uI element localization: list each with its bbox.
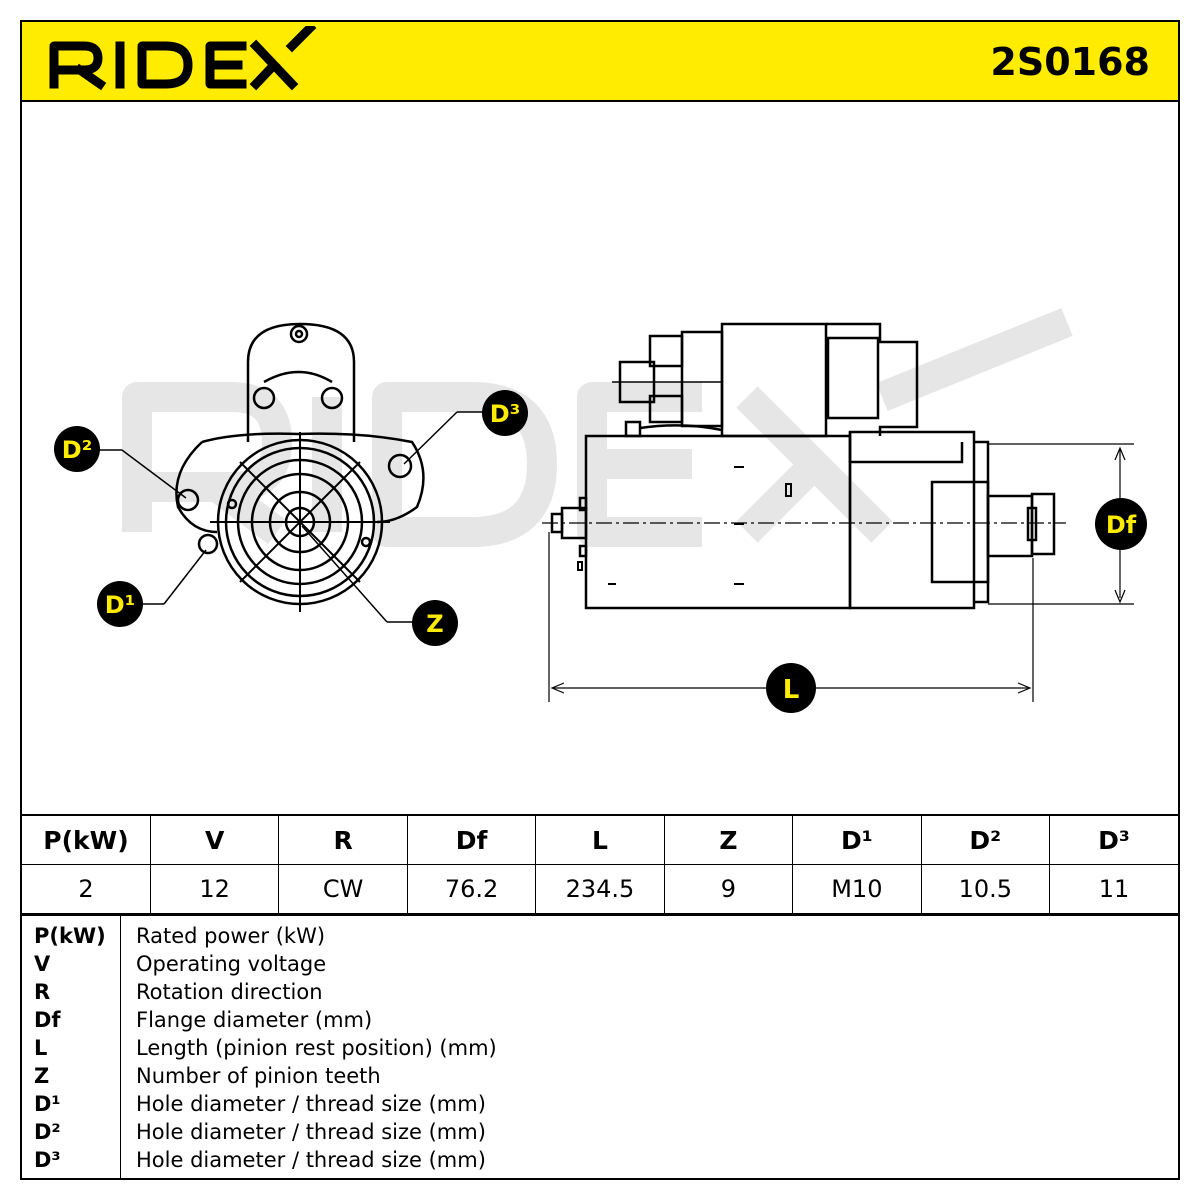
legend-abbr: D¹: [34, 1092, 61, 1116]
callout-z-label: Z: [426, 610, 443, 638]
legend-abbr: Df: [34, 1008, 61, 1032]
callout-d2-label: D²: [62, 436, 92, 464]
callout-z: Z: [412, 600, 458, 646]
spec-value-d2: 10.5: [920, 864, 1051, 914]
spec-header-d3: D³: [1049, 814, 1178, 865]
legend-item: Df Flange diameter (mm): [22, 1008, 1178, 1036]
spec-value-d1: M10: [792, 864, 922, 914]
spec-value-teeth: 9: [663, 864, 794, 914]
spec-header-d2: D²: [920, 814, 1051, 865]
ridex-watermark: [122, 308, 1073, 547]
callout-df: Df: [1095, 498, 1147, 550]
legend-item: D³ Hole diameter / thread size (mm): [22, 1148, 1178, 1176]
part-number: 2S0168: [990, 40, 1150, 84]
technical-drawing: D² D¹ D³ Z Df L: [22, 102, 1178, 814]
legend-item: D² Hole diameter / thread size (mm): [22, 1120, 1178, 1148]
spec-header-rotation: R: [278, 814, 408, 865]
spec-header-power: P(kW): [22, 814, 151, 865]
spec-header-length: L: [535, 814, 665, 865]
legend-desc: Flange diameter (mm): [136, 1008, 373, 1032]
spec-header-voltage: V: [149, 814, 280, 865]
callout-d1: D¹: [97, 581, 143, 627]
callout-l-label: L: [783, 675, 800, 705]
spec-value-flange: 76.2: [406, 864, 537, 914]
legend-abbr: Z: [34, 1064, 50, 1088]
legend-desc: Hole diameter / thread size (mm): [136, 1148, 486, 1172]
spec-value-row: 2 12 CW 76.2 234.5 9 M10 10.5 11: [22, 864, 1178, 914]
spec-header-teeth: Z: [663, 814, 794, 865]
legend-abbr: P(kW): [34, 924, 106, 948]
spec-header-flange: Df: [406, 814, 537, 865]
legend-desc: Rated power (kW): [136, 924, 326, 948]
legend: P(kW) Rated power (kW) V Operating volta…: [22, 914, 1178, 1180]
legend-abbr: D²: [34, 1120, 61, 1144]
legend-item: D¹ Hole diameter / thread size (mm): [22, 1092, 1178, 1120]
spec-value-voltage: 12: [149, 864, 280, 914]
legend-abbr: L: [34, 1036, 48, 1060]
legend-item: R Rotation direction: [22, 980, 1178, 1008]
spec-value-length: 234.5: [535, 864, 665, 914]
ridex-logo: [46, 21, 326, 102]
spec-header-row: P(kW) V R Df L Z D¹ D² D³: [22, 814, 1178, 865]
callout-d3: D³: [482, 390, 528, 436]
callout-d2: D²: [54, 426, 100, 472]
spec-header-d1: D¹: [792, 814, 922, 865]
callout-d1-label: D¹: [105, 591, 135, 619]
callout-d3-label: D³: [490, 400, 520, 428]
legend-desc: Length (pinion rest position) (mm): [136, 1036, 497, 1060]
legend-desc: Number of pinion teeth: [136, 1064, 381, 1088]
legend-desc: Operating voltage: [136, 952, 327, 976]
callout-df-label: Df: [1106, 511, 1137, 539]
legend-abbr: D³: [34, 1148, 61, 1172]
legend-abbr: V: [34, 952, 51, 976]
spec-table: P(kW) V R Df L Z D¹ D² D³ 2 12 CW 76.2 2…: [22, 814, 1178, 914]
legend-item: Z Number of pinion teeth: [22, 1064, 1178, 1092]
legend-abbr: R: [34, 980, 51, 1004]
legend-desc: Hole diameter / thread size (mm): [136, 1092, 486, 1116]
header-bar: 2S0168: [22, 21, 1178, 102]
spec-value-rotation: CW: [278, 864, 408, 914]
spec-value-d3: 11: [1049, 864, 1178, 914]
legend-desc: Rotation direction: [136, 980, 323, 1004]
side-view: [542, 322, 1134, 702]
legend-desc: Hole diameter / thread size (mm): [136, 1120, 486, 1144]
legend-item: V Operating voltage: [22, 952, 1178, 980]
legend-item: L Length (pinion rest position) (mm): [22, 1036, 1178, 1064]
datasheet-frame: 2S0168: [20, 20, 1180, 1180]
legend-divider: [120, 916, 121, 1180]
legend-item: P(kW) Rated power (kW): [22, 924, 1178, 952]
spec-value-power: 2: [22, 864, 151, 914]
callout-l: L: [766, 663, 816, 713]
front-view: [97, 322, 492, 623]
